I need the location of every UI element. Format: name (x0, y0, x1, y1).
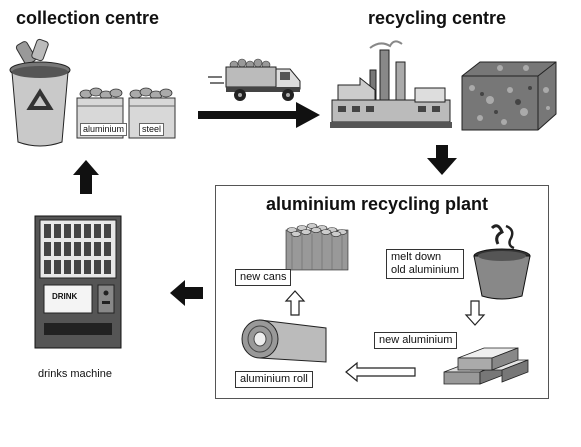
arrow-to-drinks-machine (170, 280, 203, 306)
arrow-to-collection-centre (73, 160, 99, 194)
vending-machine-icon (34, 215, 122, 349)
aluminium-roll-label: aluminium roll (235, 371, 313, 388)
arrow-melt-to-ingots (464, 300, 486, 326)
arrow-ingots-to-roll (345, 361, 416, 383)
new-cans-label: new cans (235, 269, 292, 286)
aluminium-crate-label: aluminium (80, 123, 128, 136)
arrow-roll-to-cans (284, 290, 306, 316)
drinks-machine-label: drinks machine (38, 368, 112, 380)
recycle-icon (26, 88, 54, 110)
melt-down-label: melt down old aluminium (386, 249, 464, 279)
ingots-icon (443, 347, 529, 385)
melt-down-label-line1: melt down (391, 251, 442, 263)
arrow-to-plant (427, 145, 457, 175)
steel-crate-label: steel (139, 123, 165, 136)
recycling-centre-heading: recycling centre (368, 8, 507, 28)
roll-icon (241, 319, 327, 363)
new-aluminium-label: new aluminium (374, 332, 458, 349)
aluminium-recycling-plant-heading: aluminium recycling plant (266, 194, 489, 214)
arrow-to-recycling-centre (198, 102, 320, 128)
collection-centre-heading: collection centre (16, 8, 160, 28)
bale-icon (461, 61, 557, 131)
melt-down-label-line2: old aluminium (391, 264, 459, 276)
factory-icon (330, 40, 452, 128)
vending-machine-sign: DRINK (52, 292, 78, 301)
crucible-icon (473, 224, 531, 300)
cans-icon (285, 223, 349, 271)
truck-icon (208, 58, 301, 101)
recycle-bin-icon (9, 38, 71, 147)
